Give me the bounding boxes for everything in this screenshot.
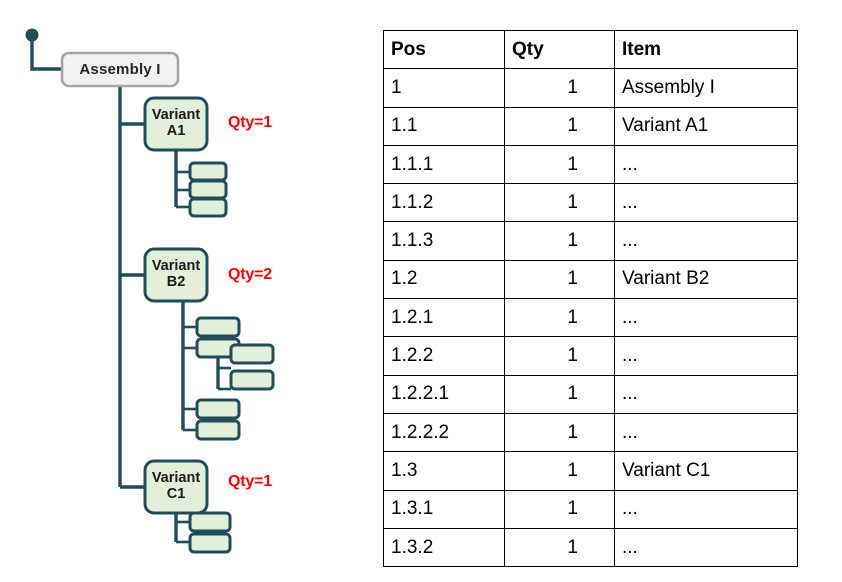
leaf-box-b2-4[interactable] bbox=[195, 419, 241, 441]
root-stem bbox=[25, 28, 62, 71]
cell-item: ... bbox=[614, 144, 798, 185]
cell-pos: 1 bbox=[383, 68, 505, 108]
cell-qty: 1 bbox=[504, 106, 615, 146]
leaf-box-a1-3[interactable] bbox=[188, 197, 228, 218]
cell-pos: 1.3.1 bbox=[383, 489, 505, 529]
column-header-qty[interactable]: Qty bbox=[504, 29, 615, 70]
cell-pos: 1.3.2 bbox=[383, 527, 505, 568]
leaf-box-c1-2[interactable] bbox=[188, 532, 232, 554]
cell-item: ... bbox=[614, 183, 798, 223]
leaf-box-b2-1[interactable] bbox=[195, 316, 241, 338]
cell-qty: 1 bbox=[504, 451, 615, 491]
cell-qty: 1 bbox=[504, 183, 615, 223]
cell-pos: 1.2.2 bbox=[383, 336, 505, 376]
leaf-box-a1-2[interactable] bbox=[188, 179, 228, 200]
cell-pos: 1.1.1 bbox=[383, 144, 505, 185]
cell-item: ... bbox=[614, 221, 798, 261]
cell-qty: 1 bbox=[504, 221, 615, 261]
qty-annotation-a1: Qty=1 bbox=[228, 114, 272, 131]
leaf-box-b2-2-1[interactable] bbox=[229, 343, 275, 365]
node-box-variant-b2[interactable] bbox=[143, 247, 209, 303]
cell-item: ... bbox=[614, 298, 798, 338]
cell-pos: 1.2.2.1 bbox=[383, 374, 505, 414]
table-header-row: Pos Qty Item bbox=[383, 29, 798, 70]
cell-qty: 1 bbox=[504, 527, 615, 568]
node-box-variant-c1[interactable] bbox=[143, 459, 209, 515]
node-box-variant-a1[interactable] bbox=[143, 96, 209, 152]
leaf-box-b2-3[interactable] bbox=[195, 398, 241, 420]
cell-item: Variant A1 bbox=[614, 106, 798, 146]
cell-pos: 1.3 bbox=[383, 451, 505, 491]
cell-qty: 1 bbox=[504, 298, 615, 338]
cell-qty: 1 bbox=[504, 259, 615, 300]
leaf-box-c1-1[interactable] bbox=[188, 511, 232, 533]
leaf-box-a1-1[interactable] bbox=[188, 161, 228, 182]
cell-pos: 1.1.3 bbox=[383, 221, 505, 261]
qty-annotation-c1: Qty=1 bbox=[228, 473, 272, 490]
cell-qty: 1 bbox=[504, 489, 615, 529]
cell-item: ... bbox=[614, 374, 798, 414]
qty-annotation-b2: Qty=2 bbox=[228, 266, 272, 283]
cell-item: ... bbox=[614, 336, 798, 376]
cell-qty: 1 bbox=[504, 412, 615, 453]
cell-item: Variant B2 bbox=[614, 259, 798, 300]
cell-qty: 1 bbox=[504, 144, 615, 185]
column-header-pos[interactable]: Pos bbox=[383, 29, 505, 70]
tree-graphics bbox=[25, 28, 275, 554]
cell-qty: 1 bbox=[504, 336, 615, 376]
cell-pos: 1.2.1 bbox=[383, 298, 505, 338]
cell-pos: 1.1.2 bbox=[383, 183, 505, 223]
cell-pos: 1.1 bbox=[383, 106, 505, 146]
cell-item: ... bbox=[614, 527, 798, 568]
column-header-item[interactable]: Item bbox=[614, 29, 798, 70]
node-box-assembly-root[interactable] bbox=[60, 51, 180, 88]
cell-item: ... bbox=[614, 489, 798, 529]
cell-item: Assembly I bbox=[614, 68, 798, 108]
product-structure-tree: Assembly I Variant A1 Variant B2 Variant… bbox=[0, 0, 370, 582]
cell-qty: 1 bbox=[504, 68, 615, 108]
cell-pos: 1.2.2.2 bbox=[383, 412, 505, 453]
root-stem-line bbox=[30, 35, 62, 71]
cell-item: Variant C1 bbox=[614, 451, 798, 491]
cell-item: ... bbox=[614, 412, 798, 453]
leaf-box-b2-2-2[interactable] bbox=[229, 369, 275, 391]
cell-qty: 1 bbox=[504, 374, 615, 414]
cell-pos: 1.2 bbox=[383, 259, 505, 300]
